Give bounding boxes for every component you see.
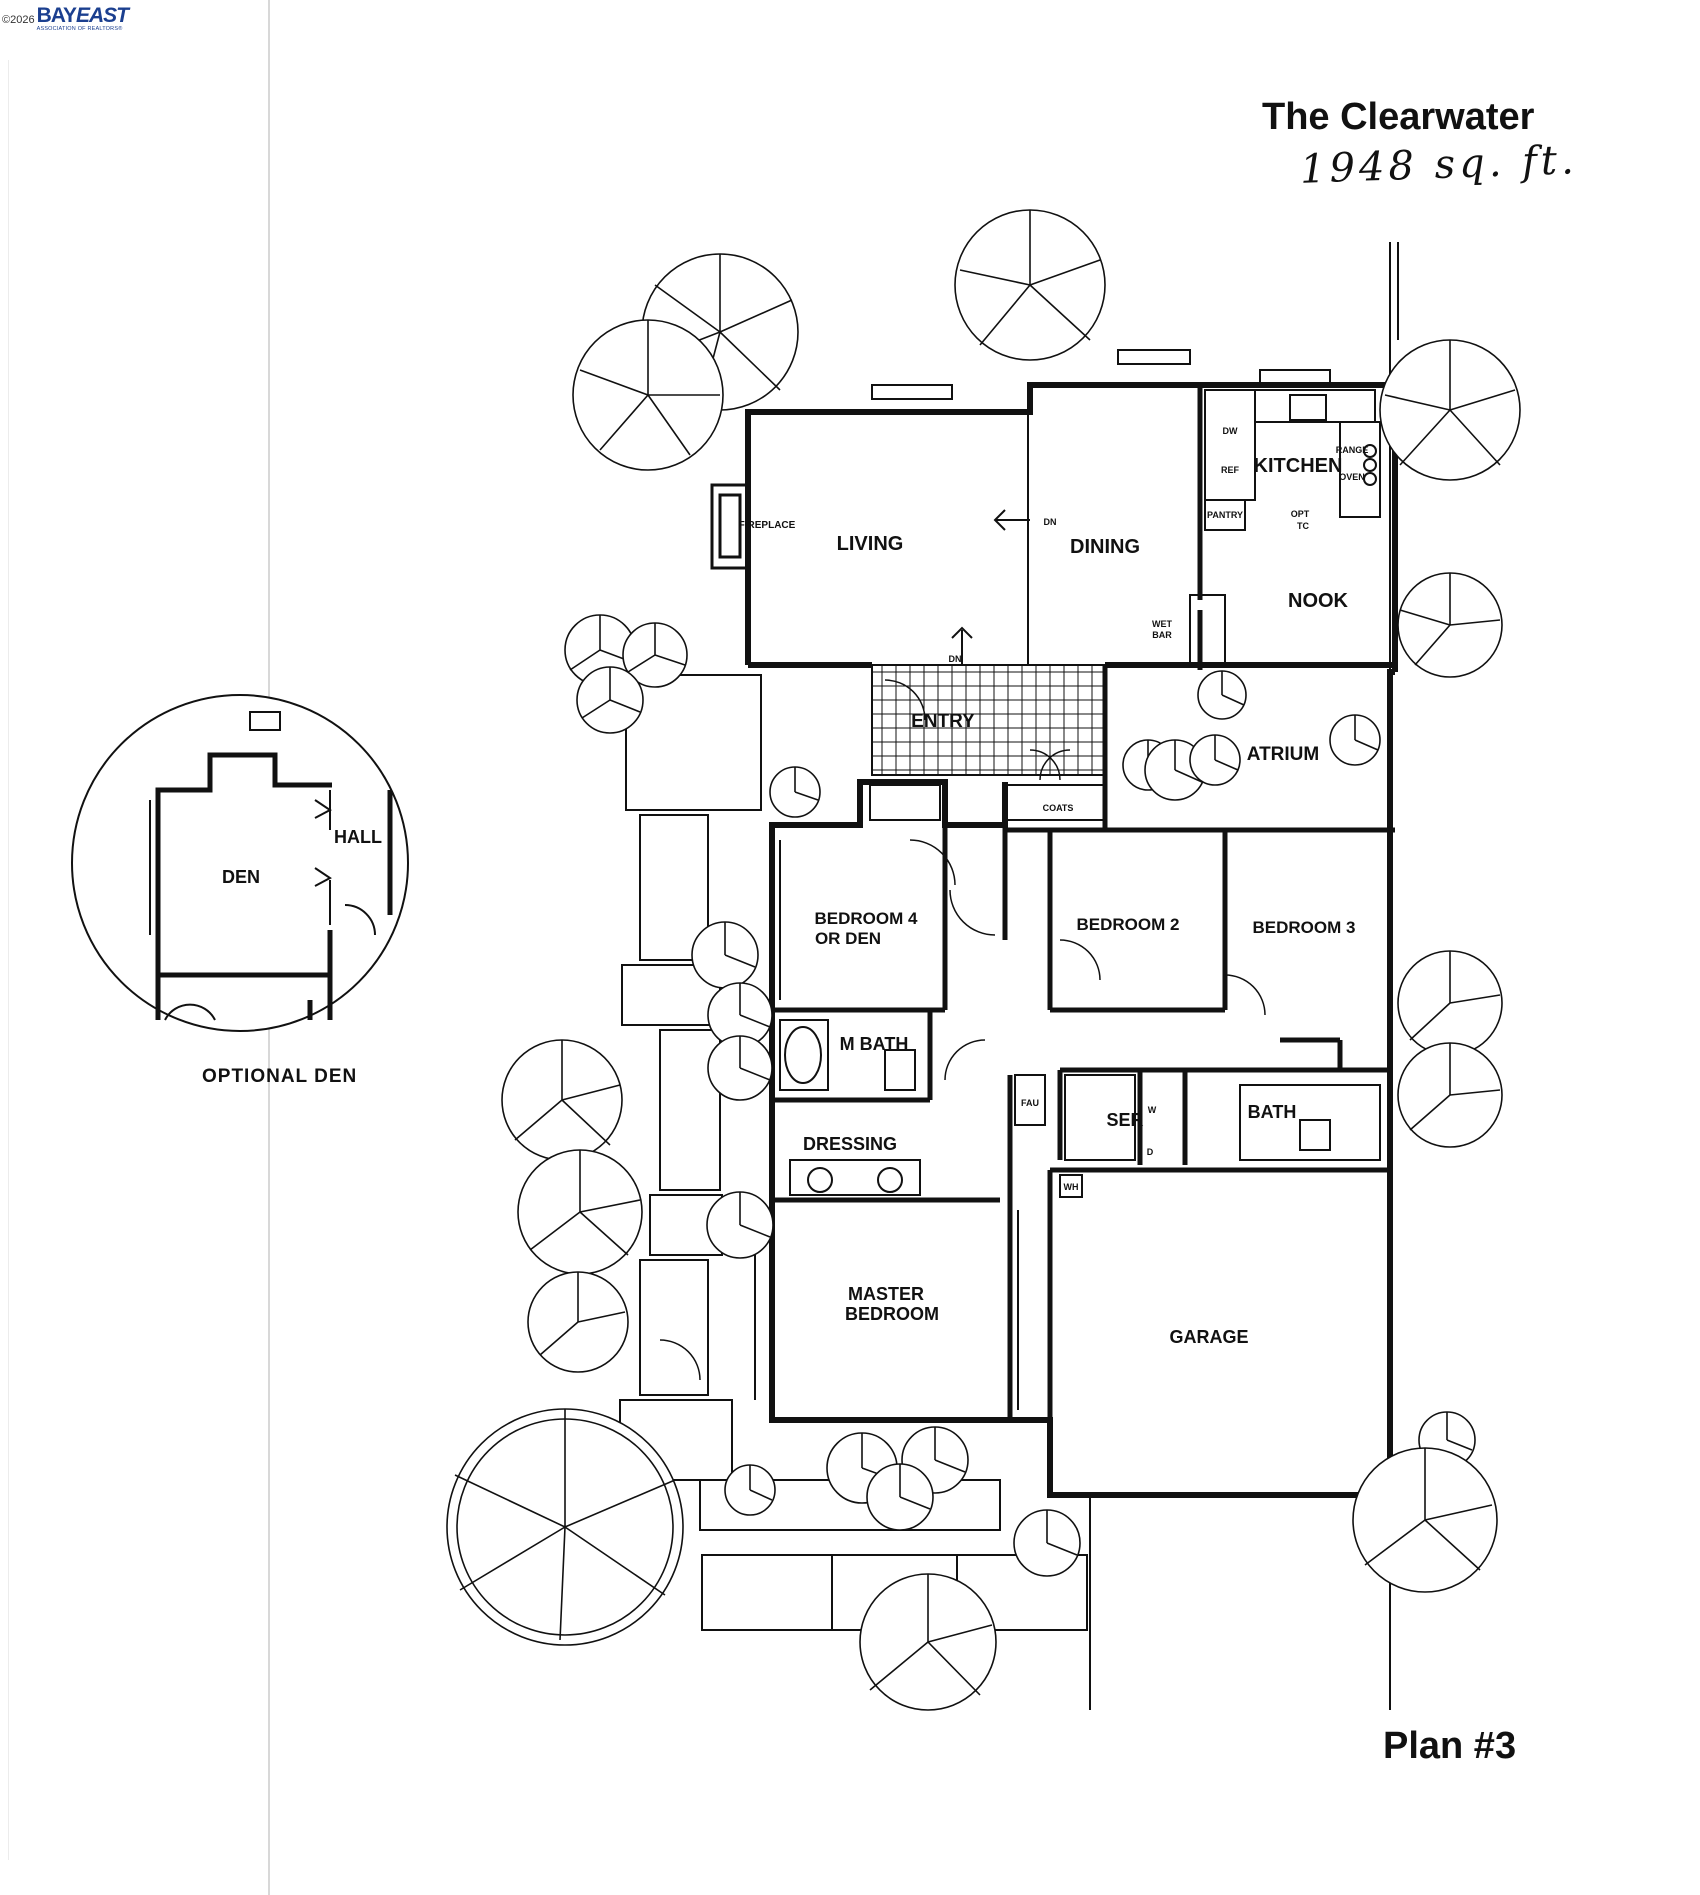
watermark: ©2026 BAYEAST ASSOCIATION OF REALTORS® (2, 4, 129, 32)
interior-walls (772, 385, 1395, 1423)
fixture-dn-living: DN (1044, 517, 1057, 527)
fixture-ref: REF (1221, 465, 1240, 475)
fixture-w: W (1148, 1105, 1157, 1115)
fixture-fau: FAU (1021, 1098, 1039, 1108)
inset-label-hall: HALL (334, 827, 382, 847)
room-label-bedroom4: BEDROOM 4 (815, 909, 919, 928)
room-label-atrium: ATRIUM (1247, 744, 1319, 765)
room-label-master-1: MASTER (848, 1284, 924, 1304)
property-lines (1089, 242, 1399, 1710)
fixture-wet: WET (1152, 619, 1172, 629)
fixture-d: D (1147, 1147, 1154, 1157)
room-labels: LIVING DINING KITCHEN NOOK ENTRY ATRIUM … (222, 455, 1355, 1347)
fixture-wh: WH (1064, 1182, 1079, 1192)
bay-east-logo: BAYEAST ASSOCIATION OF REALTORS® (36, 4, 129, 32)
tree (724, 1464, 776, 1516)
fixture-fireplace: FIREPLACE (739, 520, 796, 531)
copyright-text: ©2026 (2, 14, 35, 26)
tree (1329, 714, 1381, 766)
fixture-oven: OVEN (1339, 472, 1365, 482)
tree (527, 1271, 629, 1373)
room-label-bath: BATH (1248, 1102, 1297, 1122)
door-swings (659, 679, 1266, 1381)
fixture-dw: DW (1223, 426, 1238, 436)
room-label-living: LIVING (837, 533, 904, 555)
plan-title: The Clearwater (1262, 96, 1535, 138)
fixture-pantry: PANTRY (1207, 510, 1243, 520)
room-label-or-den: OR DEN (815, 929, 881, 948)
fixture-bar: BAR (1152, 630, 1172, 640)
room-label-master-2: BEDROOM (845, 1304, 939, 1324)
tree (1397, 572, 1503, 678)
optional-den-caption: OPTIONAL DEN (202, 1066, 358, 1087)
fixture-coats: COATS (1043, 803, 1074, 813)
tree (769, 766, 821, 818)
tree (446, 1408, 684, 1646)
tree (501, 1039, 623, 1161)
fixture-labels: FIREPLACE DN DN WET BAR REF DW RANGE OVE… (739, 426, 1369, 1192)
tree (1397, 1042, 1503, 1148)
room-label-kitchen: KITCHEN (1254, 455, 1343, 477)
tree (706, 1191, 774, 1259)
room-label-dining: DINING (1070, 536, 1140, 558)
tree (859, 1573, 997, 1711)
scan-edge-line (8, 60, 9, 1860)
fixture-dn-entry: DN (949, 654, 962, 664)
landscape-trees (446, 209, 1521, 1711)
inset-label-den: DEN (222, 867, 260, 887)
tree (1352, 1447, 1498, 1593)
tree (576, 666, 644, 734)
tree (572, 319, 724, 471)
tree (954, 209, 1106, 361)
fireplace (710, 483, 748, 570)
tree (622, 622, 688, 688)
detail-lines (754, 349, 1381, 1410)
fixture-opt: OPT (1291, 509, 1310, 519)
room-label-entry: ENTRY (911, 711, 975, 732)
entry-tile-floor (871, 664, 1106, 776)
tree (866, 1463, 934, 1531)
room-label-bedroom3: BEDROOM 3 (1253, 918, 1356, 937)
optional-den-inset (71, 694, 409, 1032)
room-label-nook: NOOK (1288, 590, 1349, 612)
tree (1189, 734, 1241, 786)
room-label-garage: GARAGE (1169, 1327, 1248, 1347)
room-label-ser: SER (1106, 1110, 1143, 1130)
room-label-bedroom2: BEDROOM 2 (1077, 915, 1180, 934)
fixture-tc: TC (1297, 521, 1309, 531)
tree (1397, 950, 1503, 1056)
plan-number: Plan #3 (1383, 1725, 1517, 1767)
fixture-range: RANGE (1336, 445, 1369, 455)
room-label-mbath: M BATH (840, 1034, 909, 1054)
tree (1013, 1509, 1081, 1577)
tree (1379, 339, 1521, 481)
tree (1197, 670, 1247, 720)
tree (517, 1149, 643, 1275)
tree (691, 921, 759, 989)
tree (707, 1035, 773, 1101)
room-label-dressing: DRESSING (803, 1134, 897, 1154)
stair-arrows (951, 509, 1030, 665)
